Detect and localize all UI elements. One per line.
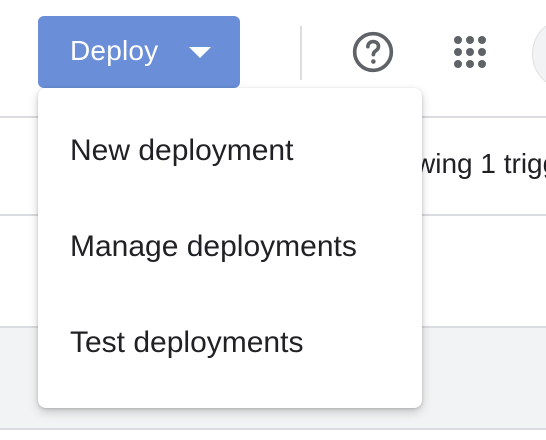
- row-divider: [0, 428, 546, 430]
- menu-item-manage-deployments[interactable]: Manage deployments: [70, 230, 357, 263]
- apps-button[interactable]: [448, 30, 492, 74]
- trigger-count-text: wing 1 trigg: [415, 148, 546, 179]
- apps-grid-icon: [454, 36, 486, 68]
- chevron-down-icon: [189, 47, 211, 58]
- deploy-button-label: Deploy: [70, 35, 159, 66]
- menu-item-test-deployments[interactable]: Test deployments: [70, 326, 304, 359]
- help-icon: [352, 31, 394, 73]
- help-button[interactable]: [351, 30, 395, 74]
- deploy-dropdown-menu: New deployment Manage deployments Test d…: [38, 88, 422, 408]
- deploy-button[interactable]: Deploy: [38, 16, 240, 88]
- avatar[interactable]: [532, 18, 546, 90]
- header-separator: [300, 26, 302, 80]
- menu-item-new-deployment[interactable]: New deployment: [70, 134, 294, 167]
